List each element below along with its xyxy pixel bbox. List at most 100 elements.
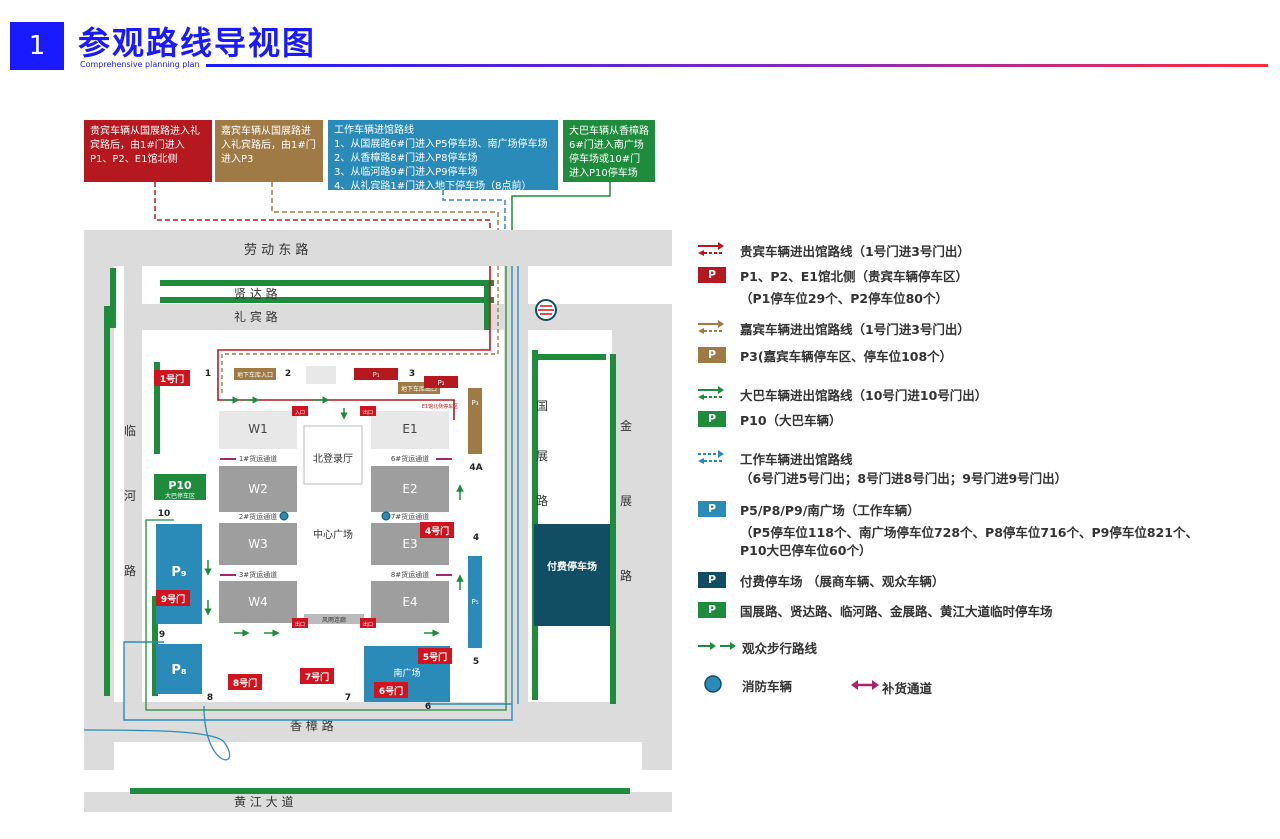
gate-1 (154, 370, 190, 386)
gate-4 (420, 522, 454, 538)
legend-work-parking-detail-1: （P5停车位118个、南广场停车位728个、P8停车位716个、P9停车位821… (740, 525, 1198, 540)
legend-fire-icon (704, 675, 722, 693)
underground-entrance-bar (234, 368, 276, 380)
gate-num-5: 5 (473, 657, 479, 667)
work-route-title: 工作车辆进馆路线 (334, 125, 414, 136)
legend-temp-parking: 国展路、贤达路、临河路、金展路、黄江大道临时停车场 (740, 604, 1053, 619)
road-label-jinzhan-2: 展 (620, 494, 632, 508)
parking-p10 (154, 474, 206, 500)
underground-exit-label: 地下车库出口 (401, 385, 437, 393)
hall-label-e3: E3 (402, 537, 417, 551)
road-label-guozhan-2: 展 (536, 449, 548, 463)
legend-bus-parking: P10（大巴车辆） (740, 413, 842, 428)
center-plaza-label: 中心广场 (313, 528, 353, 541)
south-plaza-label: 南广场 (393, 667, 420, 679)
legend-walk-arrow-icon (698, 642, 736, 650)
legend-work-route: 工作车辆进出馆路线 (740, 452, 853, 467)
road-label-linhe-2: 河 (124, 489, 136, 503)
legend-vip-route: 贵宾车辆进出馆路线（1号门进3号门出） (740, 244, 970, 259)
legend-chip-paid: P (698, 571, 726, 588)
legend-vip-parking-detail: （P1停车位29个、P2停车位80个） (740, 291, 949, 306)
exit-marker-3: 出口 (363, 621, 373, 628)
paid-parking-label: 付费停车场 (547, 560, 597, 573)
gate-num-4a: 4A (469, 463, 482, 473)
hall-label-w1: W1 (248, 422, 268, 436)
fire-vehicle-marker-1 (279, 511, 289, 521)
legend-work-route-detail: （6号门进5号门出；8号门进8号门出；9号门进9号门出） (740, 471, 1068, 486)
gate-4-label: 4号门 (425, 525, 449, 537)
parking-p2 (424, 376, 458, 388)
channel-8: 8#货运通道 (391, 570, 429, 579)
road-label-linhe-1: 临 (124, 424, 136, 438)
legend-supply-channel: 补货通道 (882, 681, 933, 696)
hall-label-w3: W3 (248, 537, 268, 551)
legend-paid-parking-row: P (698, 571, 726, 588)
legend-paid-parking: 付费停车场 （展商车辆、观众车辆） (740, 574, 945, 589)
gate-num-7: 7 (345, 693, 351, 703)
work-route-line-3: 3、从临河路9#门进入P9停车场 (334, 167, 478, 178)
parking-p5-label: P₅ (471, 598, 478, 606)
channel-6: 6#货运通道 (391, 454, 429, 463)
hall-label-e4: E4 (402, 595, 417, 609)
road-label-huangjiang: 黄 江 大 道 (234, 795, 293, 809)
hall-e2 (369, 464, 451, 514)
hall-label-e2: E2 (402, 482, 417, 496)
legend-chip-vip: P (698, 266, 726, 283)
parking-p5 (468, 556, 482, 648)
guest-route-info: 嘉宾车辆从国展路进入礼宾路后，由1#门进入P3 (215, 120, 323, 182)
road-linhe (124, 266, 142, 702)
parking-p2-label: P₂ (437, 379, 444, 387)
corridor-label: 风雨连廊 (322, 616, 346, 624)
road-laodong (84, 230, 672, 266)
legend-work-parking: P5/P8/P9/南广场（工作车辆） (740, 503, 920, 518)
gate-8-label: 8号门 (233, 677, 257, 689)
gate-num-2: 2 (285, 369, 291, 379)
road-huangjiang (84, 790, 672, 812)
exit-marker-1: 出口 (363, 409, 373, 416)
underground-entrance-label: 地下车库入口 (237, 371, 273, 379)
legend-chip-work: P (698, 500, 726, 517)
hall-w4 (217, 579, 299, 625)
work-route-line-1: 1、从国展路6#门进入P5停车场、南广场停车场 (334, 139, 548, 150)
road-label-xianda: 贤 达 路 (234, 286, 278, 301)
fire-vehicle-marker-2 (381, 511, 391, 521)
vip-route-info: 贵宾车辆从国展路进入礼宾路后，由1#门进入P1、P2、E1馆北侧 (84, 120, 212, 182)
legend-chip-temp: P (698, 601, 726, 618)
parking-p10-sub: 大巴停车区 (165, 492, 195, 500)
legend-bus-parking-row: P (698, 410, 726, 427)
legend-walk-route: 观众步行路线 (742, 641, 818, 656)
legend-temp-parking-row: P (698, 601, 726, 618)
legend-arrow-guest (698, 320, 724, 334)
legend-vip-parking-row: P (698, 266, 726, 283)
gate-num-6: 6 (425, 702, 431, 712)
section-number: 1 (10, 22, 64, 70)
hall-w3 (217, 521, 299, 567)
road-label-libin: 礼 宾 路 (234, 309, 278, 324)
legend-chip-guest: P (698, 346, 726, 363)
legend-arrow-bus (698, 386, 724, 400)
gate-9 (156, 590, 190, 606)
hall-e4 (369, 579, 451, 625)
legend-bus-route: 大巴车辆进出馆路线（10号门进10号门出） (740, 388, 988, 403)
parking-p9 (156, 524, 202, 624)
gate-5 (418, 648, 452, 664)
hall-label-e1: E1 (402, 422, 417, 436)
road-label-guozhan-3: 路 (536, 493, 548, 508)
exit-marker-2: 出口 (295, 621, 305, 628)
gate-6-label: 6号门 (379, 685, 403, 697)
legend-guest-parking-row: P (698, 346, 726, 363)
legend-fire-vehicle: 消防车辆 (742, 679, 793, 694)
legend-work-parking-detail-2: P10大巴停车位60个） (740, 543, 872, 558)
work-route-line-4: 4、从礼宾路1#门进入地下停车场（8点前） (334, 181, 532, 192)
page-subtitle: Comprehensive planning plan (80, 60, 200, 69)
legend-guest-parking: P3(嘉宾车辆停车区、停车位108个） (740, 349, 953, 364)
channel-2: 2#货运通道 (239, 512, 277, 521)
parking-p1-label: P₁ (372, 371, 379, 379)
gate-7 (300, 668, 334, 684)
parking-p8 (156, 644, 202, 694)
entrance-marker-1: 入口 (295, 410, 305, 416)
parking-p9-label: P₉ (171, 565, 187, 580)
road-label-jinzhan-1: 金 (620, 418, 632, 433)
channel-1: 1#货运通道 (239, 454, 277, 463)
gate-num-10: 10 (158, 509, 171, 519)
